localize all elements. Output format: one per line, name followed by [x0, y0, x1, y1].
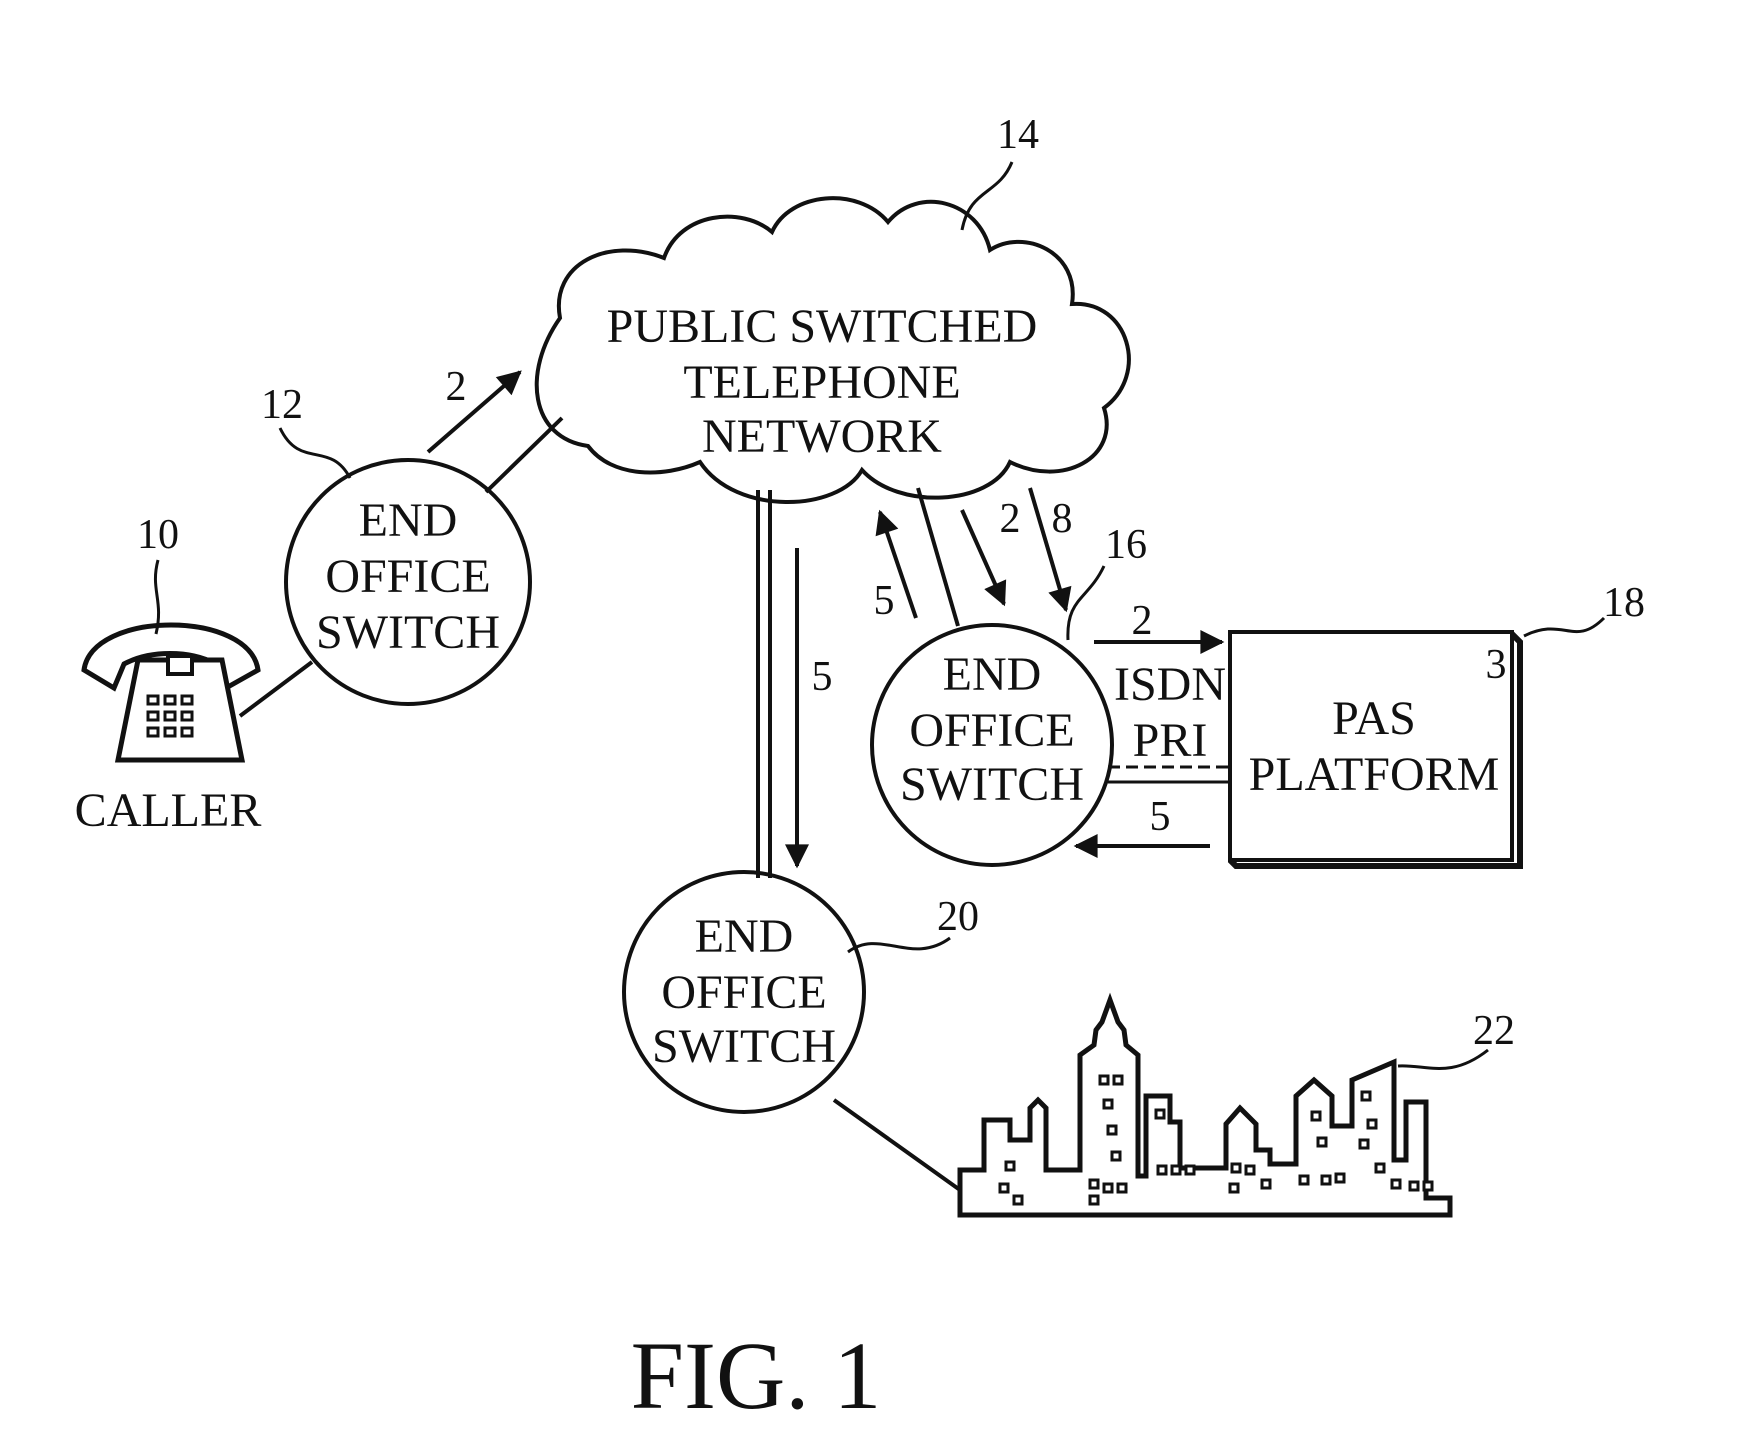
network-line3: NETWORK — [702, 410, 942, 463]
network-line2: TELEPHONE — [683, 356, 960, 409]
ref-12: 12 — [261, 382, 303, 428]
step-label-16-to-platform: 2 — [1132, 598, 1153, 644]
figure-label: FIG. 1 — [631, 1322, 882, 1429]
caller-label: CALLER — [75, 784, 262, 837]
leader-20 — [848, 938, 950, 952]
link-switch20-city — [834, 1100, 960, 1190]
switch-12-line1: END — [359, 494, 458, 547]
step-label-16-to-network: 5 — [874, 578, 895, 624]
switch-12-line2: OFFICE — [325, 550, 490, 603]
step-label-network-to-20: 5 — [812, 654, 833, 700]
leader-16 — [1068, 566, 1104, 640]
leader-10 — [155, 560, 158, 634]
leader-12 — [280, 428, 350, 478]
telephone-icon — [84, 625, 258, 760]
switch-16-line1: END — [943, 648, 1042, 701]
platform-line2: PLATFORM — [1249, 748, 1500, 801]
pri-label: PRI — [1133, 714, 1208, 767]
step-arrow-network-to-16 — [962, 510, 1004, 604]
ref-16: 16 — [1105, 522, 1147, 568]
switch-20-line2: OFFICE — [661, 966, 826, 1019]
link-network-switch16 — [918, 488, 958, 626]
step-label-network-to-16-b: 8 — [1052, 496, 1073, 542]
platform-step: 3 — [1486, 642, 1507, 688]
step-label-network-to-16: 2 — [1000, 496, 1021, 542]
city-skyline-icon — [960, 1000, 1450, 1215]
step-label-12-to-network: 2 — [446, 364, 467, 410]
ref-22: 22 — [1473, 1008, 1515, 1054]
isdn-label: ISDN — [1114, 658, 1226, 711]
step-arrow-12-to-network — [428, 372, 520, 452]
ref-18: 18 — [1603, 580, 1645, 626]
leader-14 — [962, 162, 1012, 230]
switch-16-line2: OFFICE — [909, 704, 1074, 757]
switch-12-line3: SWITCH — [316, 606, 500, 659]
platform-line1: PAS — [1332, 692, 1416, 745]
switch-16-line3: SWITCH — [900, 758, 1084, 811]
ref-20: 20 — [937, 894, 979, 940]
ref-14: 14 — [997, 112, 1039, 158]
switch-20-line1: END — [695, 910, 794, 963]
network-line1: PUBLIC SWITCHED — [607, 300, 1038, 353]
ref-10: 10 — [137, 512, 179, 558]
switch-20-line3: SWITCH — [652, 1020, 836, 1073]
trunk-network-switch20 — [758, 490, 770, 878]
step-label-platform-to-16: 5 — [1150, 794, 1171, 840]
leader-18 — [1524, 618, 1604, 636]
